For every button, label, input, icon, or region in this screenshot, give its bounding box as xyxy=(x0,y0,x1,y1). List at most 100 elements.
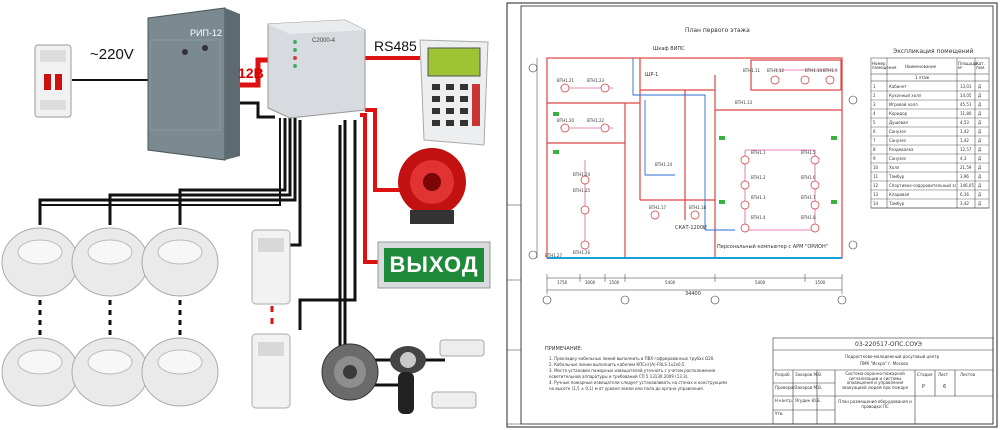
stamp-object2: ПМК "Искра" г. Москва xyxy=(860,361,909,366)
circuit-breaker xyxy=(34,44,72,118)
explication-cell-name: Кладовая xyxy=(889,192,910,197)
explication-title: Экспликация помещений xyxy=(893,48,974,55)
wiring-diagram: ~220V 12B RS485 РИП-12 С2000-4 ВЫХОД xyxy=(1,7,491,414)
explication-cell-n: 8 xyxy=(873,147,876,152)
note-line: осветительной аппаратуры и требований СП… xyxy=(549,374,689,379)
stamp-person: Захаров М.В. xyxy=(795,385,823,390)
explication-cell-name: Санузел xyxy=(889,129,907,134)
explication-section: 1 этаж xyxy=(915,75,930,80)
motion-detectors xyxy=(251,229,291,409)
room-tag: ВТН1.3 xyxy=(751,195,766,200)
note-line: 3. Места установки пожарных извещателей … xyxy=(549,368,716,373)
explication-cell-area: 6,16 xyxy=(960,192,969,197)
explication-cell-area: 14,05 xyxy=(960,93,972,98)
controller-box xyxy=(267,19,366,119)
stamp-role: Н.контр. xyxy=(775,398,793,403)
explication-cell-n: 14 xyxy=(873,201,879,206)
room-tag: ВТН1.20 xyxy=(557,118,575,123)
siren-device xyxy=(398,148,466,224)
explication-cell-n: 5 xyxy=(873,120,876,125)
room-tag: ВТН1.17 xyxy=(649,205,667,210)
explication-cell-name: Санузел xyxy=(889,156,907,161)
room-tag: ВТН1.11 xyxy=(743,68,761,73)
shr-label: ШР-1 xyxy=(645,72,659,78)
explication-cell-cat: Д xyxy=(978,183,982,188)
explication-cell-name: Санузел xyxy=(889,138,907,143)
room-tag: ВТН1.8 xyxy=(801,215,816,220)
room-tag: ВТН1.6 xyxy=(801,175,816,180)
explication-cell-area: 45,51 xyxy=(960,102,972,107)
voltage-ac-label: ~220V xyxy=(90,46,134,63)
total-dimension: 34400 xyxy=(685,291,701,297)
room-tag: ВТН1.24 xyxy=(573,172,591,177)
dimension-label: 1500 xyxy=(815,280,826,285)
explication-cell-cat: Д xyxy=(978,165,982,170)
note-line: 2. Кабельные линии выполнить кабелем КПС… xyxy=(549,362,686,367)
explication-cell-name: Кухонный холл xyxy=(889,93,922,98)
controller-label: С2000-4 xyxy=(312,38,336,44)
explication-cell-area: 1,42 xyxy=(960,138,969,143)
explication-cell-cat: Д xyxy=(978,156,982,161)
room-tag: ВТН1.14 xyxy=(655,162,673,167)
stamp-role: Проверил xyxy=(775,385,796,390)
smoke-detector xyxy=(141,227,219,297)
psu-label: РИП-12 xyxy=(190,28,222,38)
explication-cell-n: 2 xyxy=(873,93,876,98)
explication-cell-cat: Д xyxy=(978,147,982,152)
room-tag: ВТН1.10 xyxy=(805,68,823,73)
stamp-person: Ягудин Ю.Б. xyxy=(795,398,822,403)
stamp-role: Утв. xyxy=(775,411,784,416)
dimension-label: 1500 xyxy=(609,280,620,285)
wiring-canvas xyxy=(1,7,491,414)
power-supply-box xyxy=(147,7,240,161)
explication-cell-cat: Д xyxy=(978,120,982,125)
stamp-drawing: План размещения оборудования и проводки … xyxy=(838,399,912,409)
explication-cell-area: 3,42 xyxy=(960,201,969,206)
room-tag: ВТН1.26 xyxy=(573,250,591,255)
floor-plan-canvas xyxy=(506,2,998,428)
explication-cell-name: Душевая xyxy=(889,120,908,125)
sheet-title: План первого этажа xyxy=(685,27,750,34)
room-tag: ВТН1.4 xyxy=(751,215,766,220)
explication-cell-name: Раздевалка xyxy=(889,147,914,152)
stamp-system: Система охранно-пожарной сигнализации и … xyxy=(841,371,909,390)
explication-col-cat: Кат. пом. xyxy=(976,61,986,70)
stamp-stage-header: Стадия xyxy=(917,372,933,377)
exit-sign-text: ВЫХОД xyxy=(389,252,479,277)
dimension-label: 5400 xyxy=(665,280,676,285)
explication-cell-cat: Д xyxy=(978,138,982,143)
explication-cell-n: 9 xyxy=(873,156,876,161)
stamp-sheets-header: Листов xyxy=(960,372,975,377)
room-tag: ВТН1.22 xyxy=(587,118,605,123)
shkaf-label: Шкаф ВИПС xyxy=(653,46,685,52)
explication-cell-n: 4 xyxy=(873,111,876,116)
room-tag: ВТН1.13 xyxy=(735,100,753,105)
explication-cell-name: Коридор xyxy=(889,111,908,116)
wires xyxy=(38,56,445,387)
keypad-device xyxy=(419,39,489,146)
room-tag: ВТН1.27 xyxy=(545,253,563,258)
room-tag: ВТН1.18 xyxy=(689,205,707,210)
room-tag: ВТН1.21 xyxy=(557,78,575,83)
explication-cell-area: 21,59 xyxy=(960,165,972,170)
smoke-detectors xyxy=(1,227,219,407)
magnetic-contact xyxy=(431,339,485,409)
stamp-object: Подростково-молодежный досуговый центр xyxy=(845,354,940,359)
explication-cell-area: 12,57 xyxy=(960,147,972,152)
explication-cell-cat: Д xyxy=(978,129,982,134)
smoke-detector xyxy=(1,227,79,297)
stamp-sheet-header: Лист xyxy=(938,372,949,377)
explication-cell-n: 12 xyxy=(873,183,879,188)
explication-cell-name: Тамбур xyxy=(889,174,905,179)
explication-cell-cat: Д xyxy=(978,93,982,98)
skat-label: СКАТ-1200И xyxy=(675,225,707,231)
room-tag: ВТН1.12 xyxy=(767,68,785,73)
explication-cell-area: 13,01 xyxy=(960,84,972,89)
motion-detector xyxy=(251,229,291,305)
explication-cell-n: 1 xyxy=(873,84,876,89)
explication-cell-cat: Д xyxy=(978,192,982,197)
explication-cell-cat: Д xyxy=(978,111,982,116)
explication-cell-n: 3 xyxy=(873,102,876,107)
dimension-label: 1750 xyxy=(557,280,568,285)
dimension-label: 3000 xyxy=(585,280,596,285)
